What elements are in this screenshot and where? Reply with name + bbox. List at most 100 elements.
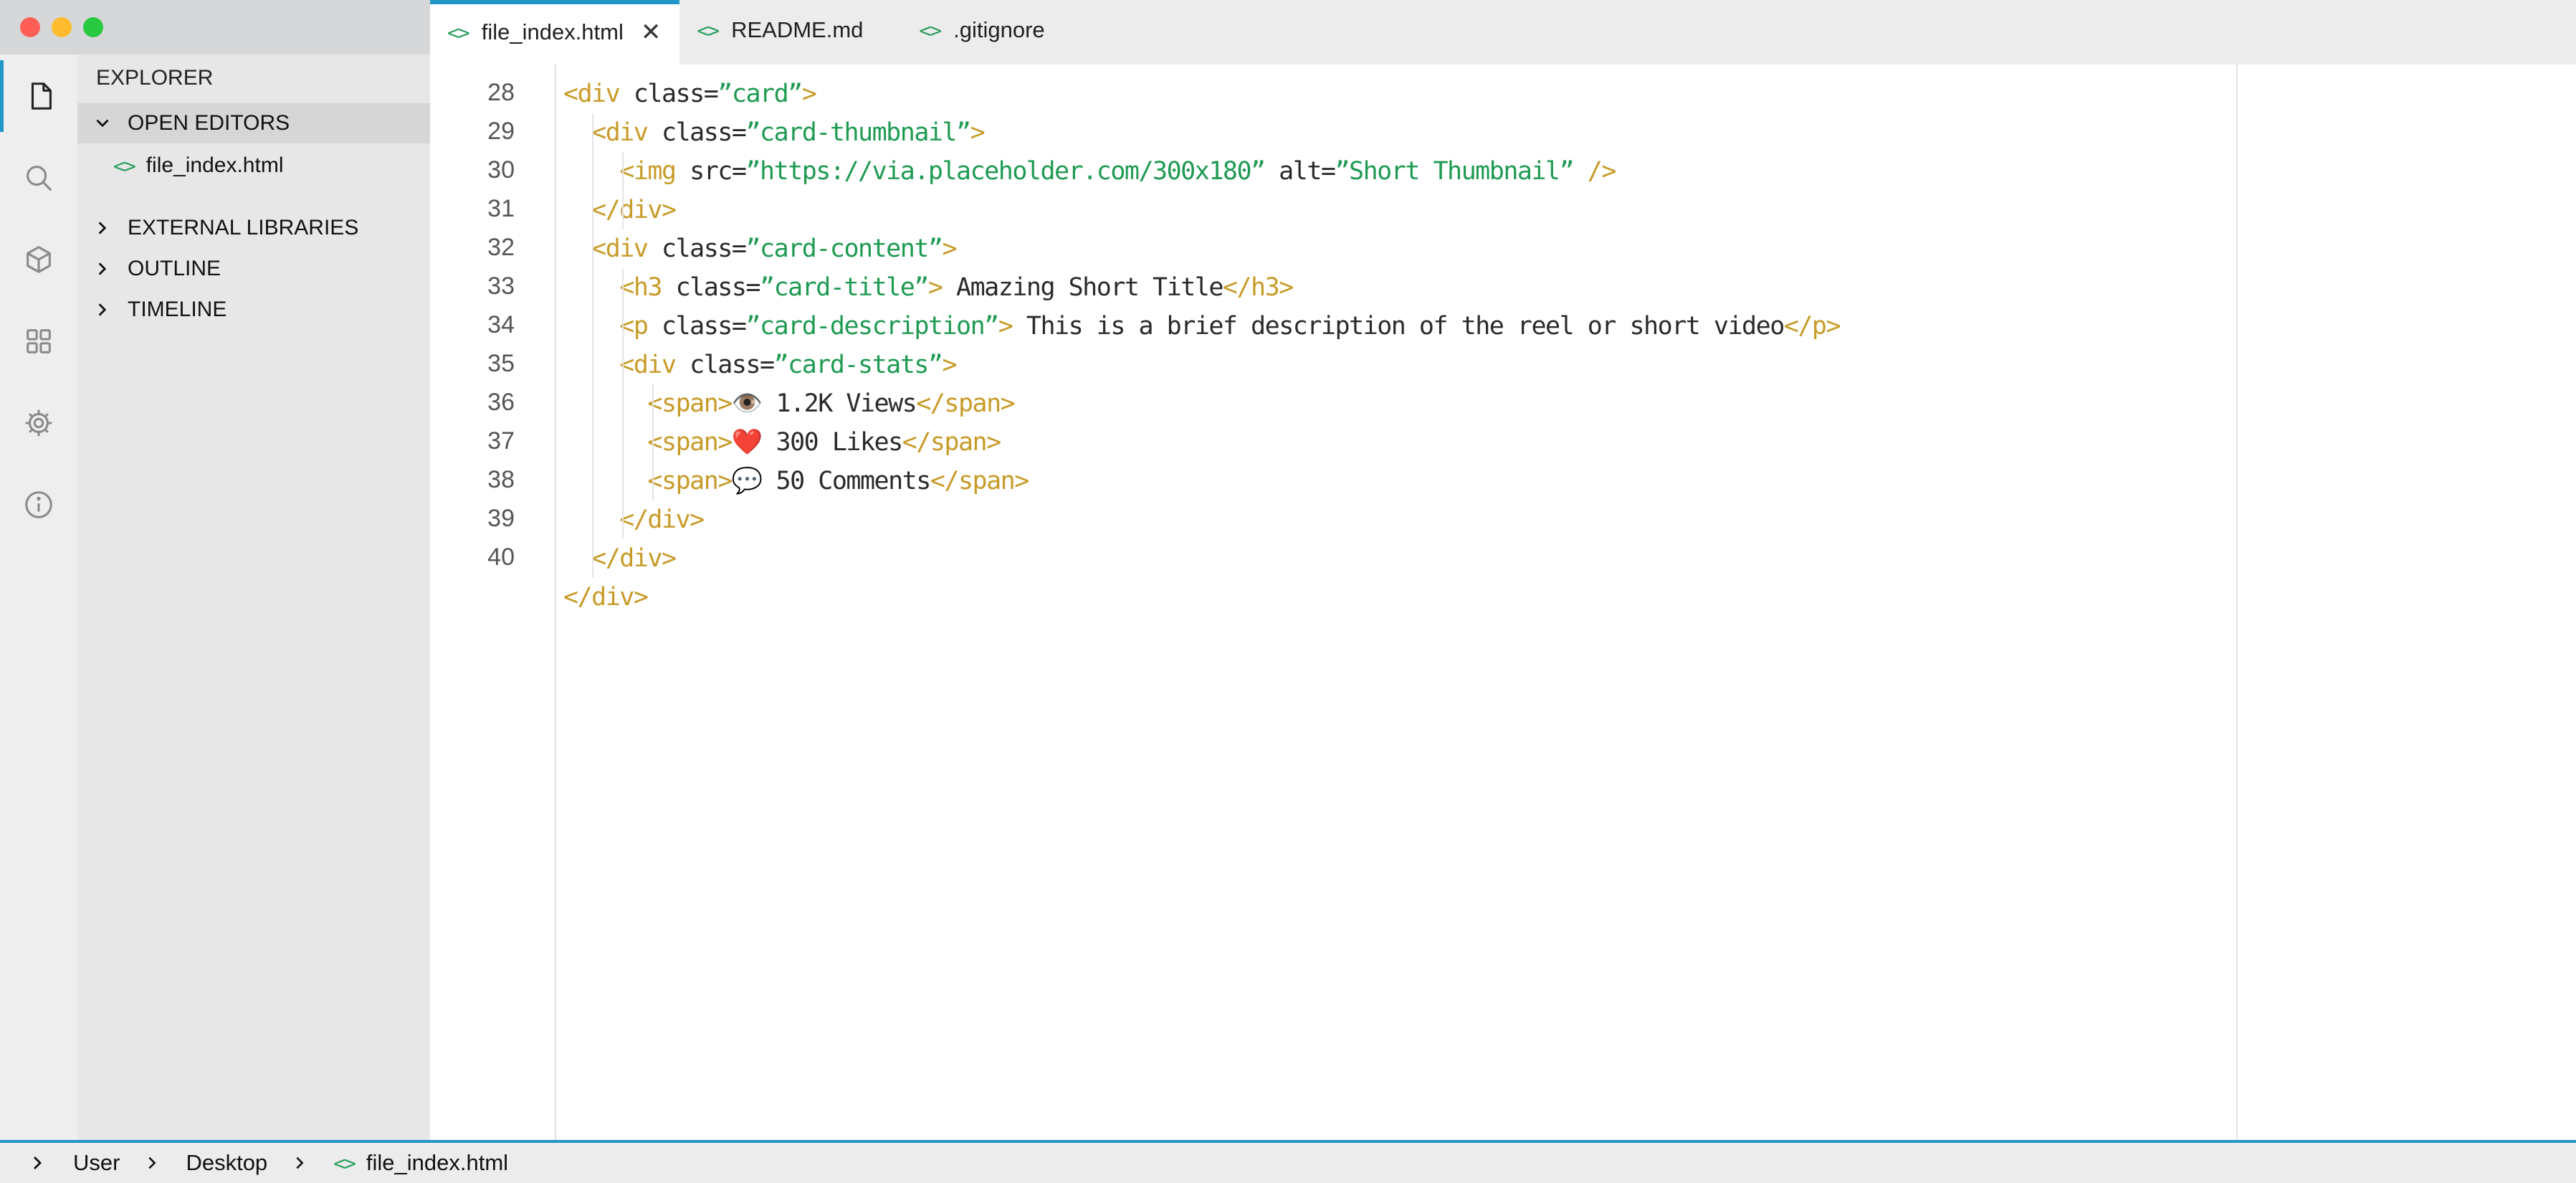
- editor-tabs: <> file_index.html ✕ <> README.md <> .gi…: [430, 0, 1064, 65]
- line-number: 39: [487, 505, 515, 532]
- code-token: >: [970, 118, 986, 147]
- external-libraries-label: EXTERNAL LIBRARIES: [128, 216, 359, 239]
- tab-readme-md[interactable]: <> README.md: [679, 0, 882, 60]
- files-icon: [31, 82, 52, 110]
- code-token: >: [942, 234, 957, 263]
- external-libraries-section[interactable]: EXTERNAL LIBRARIES: [77, 208, 430, 248]
- code-file-icon: <>: [113, 153, 136, 178]
- activity-settings[interactable]: [0, 387, 77, 459]
- activity-packages[interactable]: [0, 224, 77, 295]
- explorer-sidebar: EXPLORER OPEN EDITORS <> file_index.html…: [77, 54, 430, 1140]
- activity-bar: [0, 54, 77, 1140]
- breadcrumb-user[interactable]: User: [73, 1150, 120, 1176]
- code-token: ”card”: [717, 80, 803, 108]
- search-icon: [27, 166, 52, 191]
- breadcrumb-desktop[interactable]: Desktop: [186, 1150, 267, 1176]
- line-number: 38: [487, 466, 515, 493]
- line-number: 36: [487, 389, 515, 416]
- code-token: >: [927, 273, 943, 302]
- code-file-icon: <>: [333, 1151, 356, 1175]
- code-token: class=: [662, 234, 747, 263]
- line-number: 33: [487, 272, 515, 300]
- code-line: </div>: [563, 539, 677, 578]
- indent-guide: [652, 384, 654, 500]
- gear-icon: [25, 409, 52, 437]
- line-number: 31: [487, 195, 515, 222]
- code-token: <span>: [563, 428, 733, 457]
- code-token: <div: [563, 351, 690, 379]
- code-line: <span>👁️ 1.2K Views</span>: [563, 384, 1016, 423]
- code-token: ”card-content”: [745, 234, 943, 263]
- close-window-button[interactable]: [20, 17, 40, 37]
- code-line: <div class=”card-content”>: [563, 229, 957, 268]
- code-token: ❤️ 300 Likes: [731, 428, 903, 457]
- code-token: ”Short Thumbnail”: [1335, 157, 1574, 186]
- chevron-right-icon: [98, 262, 107, 275]
- code-token: <p: [563, 312, 662, 341]
- timeline-section[interactable]: TIMELINE: [77, 290, 430, 330]
- code-token: </div>: [563, 196, 677, 224]
- activity-explorer[interactable]: [0, 60, 77, 132]
- indent-guide: [622, 268, 624, 539]
- code-token: </p>: [1783, 312, 1841, 341]
- code-token: class=: [675, 273, 761, 302]
- code-token: Amazing Short Title: [942, 273, 1223, 302]
- code-line: <span>❤️ 300 Likes</span>: [563, 423, 1001, 462]
- open-editor-file-label: file_index.html: [146, 153, 284, 177]
- code-line: </div>: [563, 578, 649, 617]
- line-number: 37: [487, 427, 515, 455]
- line-number: 28: [487, 79, 515, 106]
- chevron-right-icon: [296, 1156, 304, 1169]
- maximize-window-button[interactable]: [83, 17, 103, 37]
- open-editor-file[interactable]: <> file_index.html: [113, 153, 296, 178]
- code-token: class=: [662, 118, 747, 147]
- tab-label: file_index.html: [481, 19, 624, 44]
- breadcrumb-file[interactable]: <> file_index.html: [333, 1150, 508, 1176]
- line-number: 32: [487, 234, 515, 261]
- code-token: ”card-thumbnail”: [745, 118, 971, 147]
- code-token: >: [942, 351, 957, 379]
- code-token: />: [1573, 157, 1617, 186]
- code-token: 👁️ 1.2K Views: [731, 389, 917, 418]
- code-line: <p class=”card-description”> This is a b…: [563, 307, 1841, 346]
- code-token: >: [801, 80, 817, 108]
- open-editors-section[interactable]: OPEN EDITORS: [77, 103, 430, 143]
- code-token: </div>: [563, 505, 705, 534]
- editor-ruler: [2236, 65, 2238, 1140]
- activity-info[interactable]: [0, 469, 77, 541]
- timeline-label: TIMELINE: [128, 298, 227, 321]
- code-line: <img src=”https://via.placeholder.com/30…: [563, 152, 1616, 191]
- code-token: ”card-stats”: [773, 351, 943, 379]
- minimize-window-button[interactable]: [52, 17, 72, 37]
- line-number: 30: [487, 156, 515, 184]
- tab-label: .gitignore: [953, 17, 1045, 42]
- code-file-icon: <>: [697, 18, 720, 42]
- code-file-icon: <>: [447, 20, 470, 44]
- title-bar: <> file_index.html ✕ <> README.md <> .gi…: [0, 0, 2576, 65]
- activity-extensions[interactable]: [0, 305, 77, 377]
- outline-section[interactable]: OUTLINE: [77, 249, 430, 289]
- code-line: </div>: [563, 500, 705, 539]
- code-line: <div class=”card”>: [563, 75, 817, 113]
- code-token: <div: [563, 80, 634, 108]
- code-token: alt=: [1264, 157, 1336, 186]
- chevron-right-icon: [98, 222, 107, 234]
- activity-search[interactable]: [0, 142, 77, 214]
- code-token: </h3>: [1222, 273, 1294, 302]
- code-token: ”card-title”: [760, 273, 929, 302]
- package-icon: [27, 246, 51, 273]
- tab-gitignore[interactable]: <> .gitignore: [902, 0, 1063, 60]
- code-token: <span>: [563, 467, 733, 495]
- explorer-title: EXPLORER: [96, 66, 214, 90]
- code-token: <img: [563, 157, 690, 186]
- code-token: This is a brief description of the reel …: [1012, 312, 1785, 341]
- tab-file-index-html[interactable]: <> file_index.html ✕: [430, 0, 680, 65]
- close-icon[interactable]: ✕: [640, 19, 662, 46]
- line-number: 35: [487, 350, 515, 377]
- indent-guide: [592, 113, 593, 578]
- code-token: </span>: [916, 389, 1016, 418]
- code-token: >: [998, 312, 1013, 341]
- code-token: </div>: [563, 583, 649, 612]
